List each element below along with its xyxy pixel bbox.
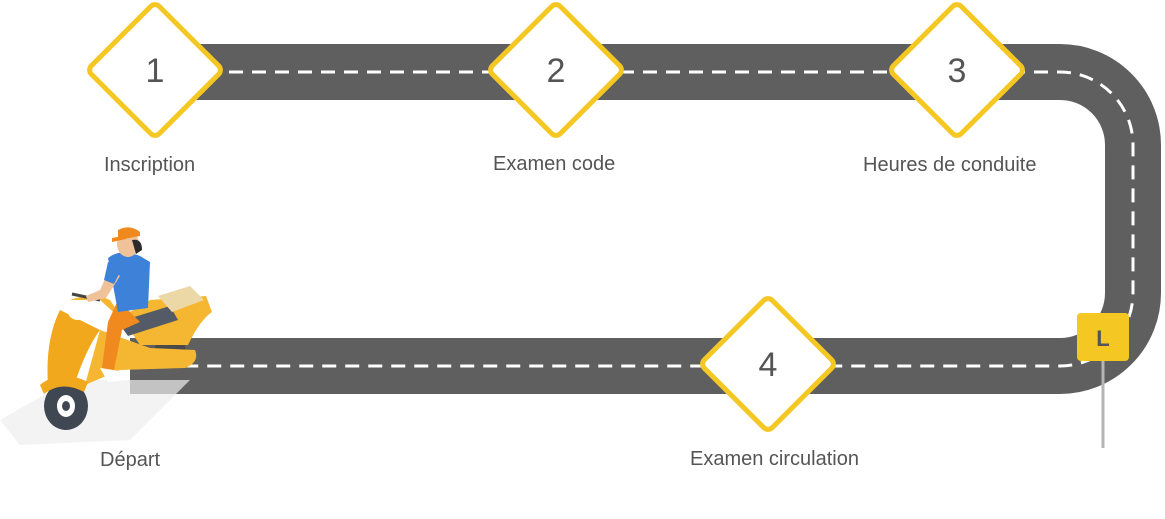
step-number: 3 — [948, 52, 967, 90]
step-marker-1: 1 — [87, 2, 223, 138]
step-label-3: Heures de conduite — [863, 154, 1037, 176]
sign-letter: L — [1096, 326, 1109, 351]
step-marker-2: 2 — [488, 2, 624, 138]
start-label: Départ — [100, 449, 161, 471]
learner-plate-sign-icon: L — [1077, 313, 1129, 361]
road — [130, 44, 1161, 394]
step-marker-3: 3 — [889, 2, 1025, 138]
step-number: 2 — [547, 52, 566, 90]
step-label-4: Examen circulation — [690, 448, 859, 470]
road-center-dashes — [130, 70, 1135, 368]
step-number: 1 — [146, 52, 165, 90]
step-label-2: Examen code — [493, 153, 616, 175]
step-marker-4: 4 — [700, 296, 836, 432]
step-label-1: Inscription — [104, 154, 196, 176]
scooter-rider-icon — [0, 227, 212, 445]
step-number: 4 — [759, 346, 778, 384]
